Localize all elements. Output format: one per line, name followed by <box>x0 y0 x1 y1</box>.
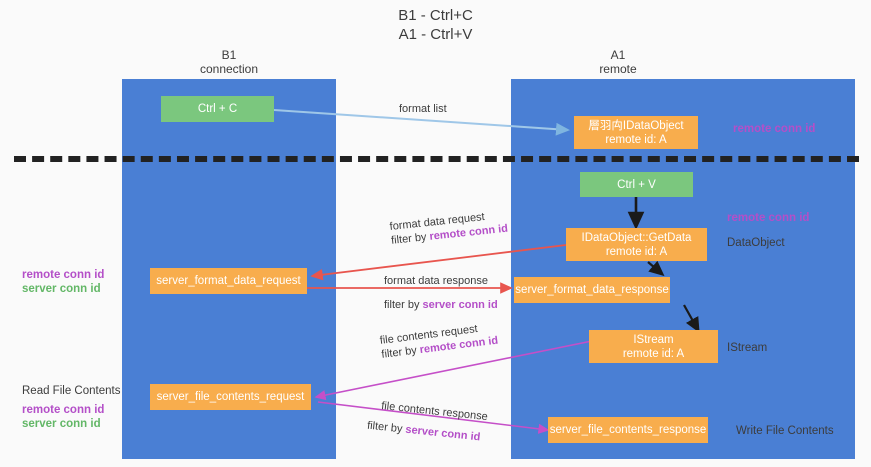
node-server-file-contents-response[interactable]: server_file_contents_response <box>548 417 708 443</box>
annotation-read-file-contents: Read File Contents <box>22 385 121 397</box>
edge-fdreq-prefix: filter by <box>390 230 431 247</box>
annotation-left-remote-conn-id-2: remote conn id <box>22 404 105 416</box>
annotation-right-remote-conn-id-mid: remote conn id <box>727 212 810 224</box>
node-getdata-line-2: remote id: A <box>605 245 668 258</box>
lane-header-a1-role: remote <box>599 62 637 76</box>
node-server-format-data-request[interactable]: server_format_data_request <box>150 268 307 294</box>
node-server-format-data-response[interactable]: server_format_data_response <box>514 277 670 303</box>
edge-label-file-contents-request: file contents request filter by remote c… <box>379 320 499 362</box>
edge-label-format-data-response: format data response filter by server co… <box>384 274 498 312</box>
node-sfcreq-label: server_file_contents_request <box>156 391 305 403</box>
annotation-istream: IStream <box>727 342 768 354</box>
node-idataobject-getdata[interactable]: IDataObject::GetData remote id: A <box>566 228 707 261</box>
edge-fdres-prefix: filter by <box>384 299 423 311</box>
node-sfdres-label: server_format_data_response <box>515 284 669 296</box>
annotation-left-server-conn-id-1: server conn id <box>22 283 101 295</box>
lane-header-a1-name: A1 <box>610 48 626 62</box>
page-title: B1 - Ctrl+C A1 - Ctrl+V <box>0 6 871 44</box>
node-ctrl-c[interactable]: Ctrl + C <box>161 96 274 122</box>
phase-divider <box>14 156 859 162</box>
edge-label-format-data-request: format data request filter by remote con… <box>389 208 509 248</box>
edge-fdres-line-2: filter by server conn id <box>384 298 498 312</box>
node-server-file-contents-request[interactable]: server_file_contents_request <box>150 384 311 410</box>
annotation-left-remote-conn-id-1: remote conn id <box>22 269 105 281</box>
annotation-left-server-conn-id-2: server conn id <box>22 418 101 430</box>
node-sfcres-label: server_file_contents_response <box>549 424 707 436</box>
edge-fcres-line-1: file contents response <box>380 399 489 424</box>
lane-header-b1-name: B1 <box>221 48 237 62</box>
node-sfdreq-label: server_format_data_request <box>156 275 301 287</box>
node-istream[interactable]: IStream remote id: A <box>589 330 718 363</box>
node-idataobject-line-2: remote id: A <box>605 133 667 146</box>
node-ctrl-c-label: Ctrl + C <box>197 103 238 115</box>
node-ctrl-v[interactable]: Ctrl + V <box>580 172 693 197</box>
node-istream-line-1: IStream <box>633 333 674 346</box>
edge-fcres-key: server conn id <box>404 423 481 444</box>
annotation-dataobject: DataObject <box>727 237 785 249</box>
node-ctrl-v-label: Ctrl + V <box>617 178 656 191</box>
edge-label-format-list: format list <box>399 102 447 116</box>
node-idataobject-line-1: 層⽻⽱IDataObject <box>588 119 684 132</box>
title-line-2: A1 - Ctrl+V <box>398 26 473 43</box>
annotation-right-remote-conn-id-top: remote conn id <box>733 123 816 135</box>
edge-fdres-line-1: format data response <box>384 275 488 287</box>
lane-header-b1-role: connection <box>199 62 259 76</box>
title-line-1: B1 - Ctrl+C <box>398 7 473 24</box>
lane-header-b1: B1 connection <box>122 48 336 76</box>
edge-format-list-line-1: format list <box>399 103 447 115</box>
edge-fcres-line-2: filter by server conn id <box>366 419 486 445</box>
edge-fcres-prefix: filter by <box>366 419 407 436</box>
edge-label-file-contents-response: file contents response filter by server … <box>367 399 489 445</box>
lane-header-a1: A1 remote <box>511 48 725 76</box>
edge-fdres-key: server conn id <box>422 299 498 311</box>
node-getdata-line-1: IDataObject::GetData <box>581 231 692 244</box>
node-istream-line-2: remote id: A <box>622 347 685 360</box>
node-idataobject[interactable]: 層⽻⽱IDataObject remote id: A <box>574 116 698 149</box>
annotation-write-file-contents: Write File Contents <box>736 425 834 437</box>
edge-fcreq-prefix: filter by <box>380 344 421 361</box>
